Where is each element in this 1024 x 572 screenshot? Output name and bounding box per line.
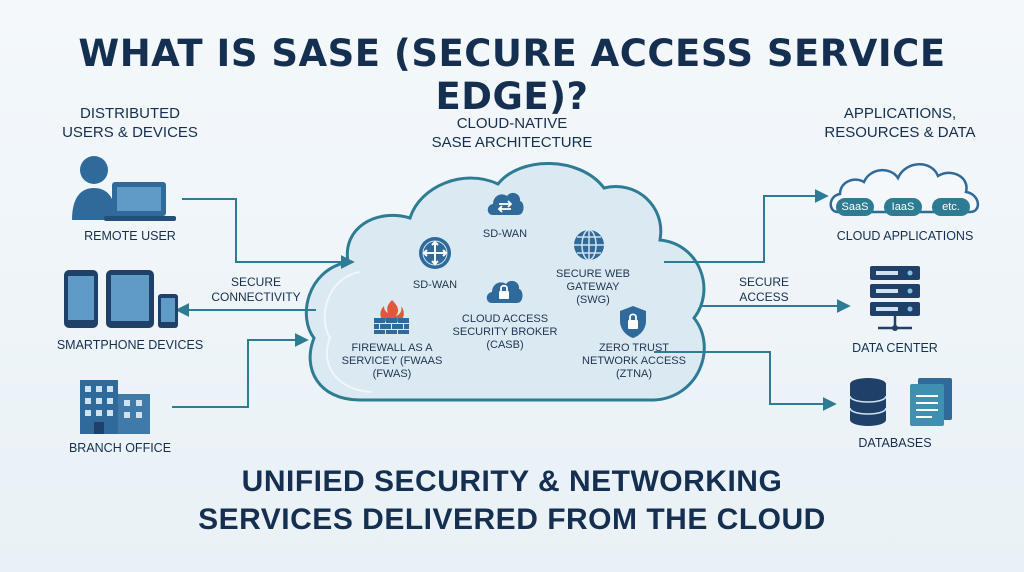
cloud-applications-label: CLOUD APPLICATIONS [836, 229, 974, 243]
branch-office-connector [172, 333, 309, 408]
cloud-arrows-icon [487, 192, 524, 215]
sd-wan-label-left: SD-WAN [412, 279, 458, 291]
sase-cloud [304, 162, 706, 402]
right-header-line1: APPLICATIONS, [843, 105, 957, 122]
office-building-icon [80, 380, 150, 434]
shield-lock-icon [620, 306, 646, 338]
remote-user-connector [182, 198, 355, 269]
left-header-line2: USERS & DEVICES [62, 124, 198, 141]
center-header-line2: SASE ARCHITECTURE [431, 134, 593, 151]
left-connectors [172, 198, 355, 408]
center-header-line1: CLOUD-NATIVE [456, 115, 568, 132]
mobile-devices-icon [64, 270, 178, 328]
laptop-user-icon [72, 156, 176, 221]
cloud-apps-connector [664, 189, 829, 263]
data-center-label: DATA CENTER [852, 341, 938, 355]
page-title: WHAT IS SASE (SECURE ACCESS SERVICE EDGE… [78, 32, 946, 118]
secure-access-label: SECURE ACCESS [738, 275, 789, 304]
databases-label: DATABASES [858, 436, 932, 450]
globe-icon [574, 229, 604, 261]
left-column-header: DISTRIBUTED USERS & DEVICES [40, 104, 220, 142]
router-icon [419, 237, 451, 269]
saas-pill: SaaS [836, 198, 874, 216]
footer-line1: UNIFIED SECURITY & NETWORKING [241, 465, 783, 498]
branch-office-label: BRANCH OFFICE [68, 441, 172, 455]
iaas-pill: IaaS [884, 198, 922, 216]
etc-pill: etc. [932, 198, 970, 216]
firewall-icon [374, 300, 409, 334]
right-connectors [654, 189, 851, 411]
server-rack-icon [870, 266, 920, 331]
center-column-header: CLOUD-NATIVE SASE ARCHITECTURE [392, 114, 632, 152]
secure-connectivity-label: SECURE CONNECTIVITY [211, 275, 301, 304]
cloud-lock-icon [486, 280, 523, 303]
footer-line2: SERVICES DELIVERED FROM THE CLOUD [198, 503, 826, 536]
database-icon [849, 378, 952, 426]
ztna-label: ZERO TRUST NETWORK ACCESS (ZTNA) [582, 342, 686, 380]
right-header-line2: RESOURCES & DATA [824, 124, 976, 141]
casb-label: CLOUD ACCESS SECURITY BROKER (CASB) [452, 313, 558, 351]
remote-user-label: REMOTE USER [84, 229, 176, 243]
fwaas-label: FIREWALL AS A SERVICEY (FWaaS (FWaS) [341, 342, 443, 380]
databases-connector [654, 351, 837, 411]
sd-wan-label-top: SD-WAN [482, 228, 528, 240]
right-column-header: APPLICATIONS, RESOURCES & DATA [800, 104, 1000, 142]
smartphone-devices-label: SMARTPHONE DEVICES [56, 338, 204, 352]
left-header-line1: DISTRIBUTED [79, 105, 180, 122]
swg-label: SECURE WEB GATEWAY (SWG) [556, 268, 630, 306]
